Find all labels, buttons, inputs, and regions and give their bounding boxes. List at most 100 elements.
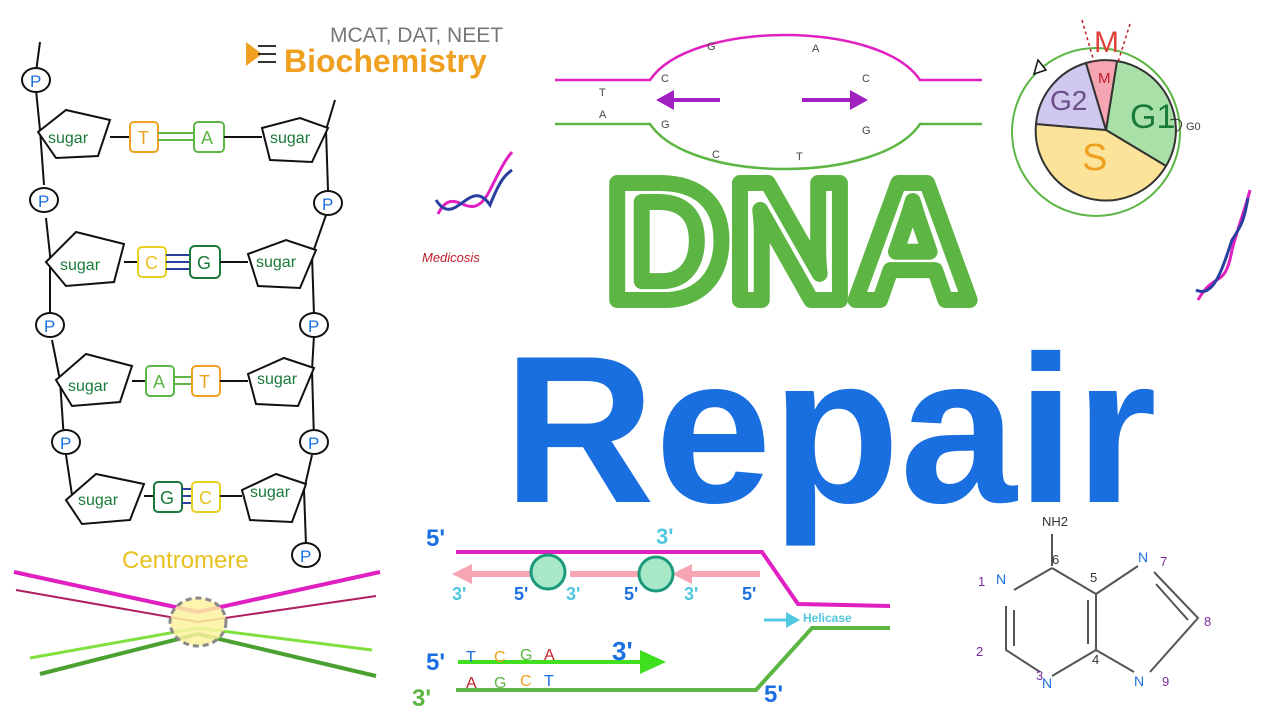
sugar-pentagon [246,356,316,408]
svg-text:G1: G1 [1130,98,1175,136]
svg-text:1: 1 [978,574,985,589]
svg-text:3': 3' [452,584,466,604]
svg-text:G: G [520,647,532,664]
header: MCAT, DAT, NEET Biochemistry [246,24,503,79]
svg-text:3': 3' [566,584,580,604]
svg-text:C: C [862,73,870,85]
svg-text:C: C [661,73,669,85]
centromere-diagram: Centromere [13,547,381,678]
svg-text:P: P [60,434,71,453]
sugar-pentagon [44,230,126,288]
svg-text:C: C [520,673,532,690]
subject-title: Biochemistry [284,43,487,79]
base-pair-row: sugar G C sugar [64,472,308,526]
centromere-node [168,596,228,648]
base-left [129,121,159,153]
brand-name: Medicosis [422,250,480,265]
svg-text:2: 2 [976,644,983,659]
title-repair: Repair [503,312,1157,547]
svg-text:3': 3' [656,524,673,549]
svg-text:A: A [544,647,555,664]
svg-text:sugar: sugar [68,378,109,395]
sugar-pentagon [36,108,112,160]
phase-m [1084,59,1119,131]
svg-text:T: T [199,372,210,392]
svg-text:G2: G2 [1050,85,1087,116]
svg-text:P: P [322,195,333,214]
svg-text:C: C [145,253,158,273]
base-pair-row: sugar T A sugar [36,108,330,164]
svg-text:N: N [1042,675,1052,691]
svg-text:C: C [494,649,506,666]
svg-text:5': 5' [624,584,638,604]
svg-text:sugar: sugar [270,130,311,147]
play-icon [246,42,276,66]
svg-text:sugar: sugar [250,484,291,501]
svg-text:G: G [197,253,211,273]
arrow-right-icon [802,90,868,110]
svg-text:T: T [544,673,554,690]
phosphate: P [299,429,329,455]
replication-fork: 5' 3' 3' 5' 3' 5' 3' 5' Helicase 5' 3' T… [412,524,891,712]
svg-text:5': 5' [426,649,445,676]
svg-text:sugar: sugar [60,257,101,274]
svg-text:P: P [308,317,319,336]
svg-text:S: S [1082,137,1107,179]
sugar-pentagon [260,116,330,164]
phosphate: P [291,542,321,568]
svg-text:8: 8 [1204,614,1211,629]
svg-text:5': 5' [426,525,445,552]
phosphate: P [35,312,65,338]
svg-text:5: 5 [1090,570,1097,585]
svg-text:3: 3 [1036,668,1043,683]
title-dna: DNA [606,147,974,337]
svg-text:A: A [599,109,607,121]
svg-text:T: T [138,128,149,148]
phosphate: P [51,429,81,455]
sugar-pentagon [246,238,318,290]
svg-text:T: T [796,151,803,163]
svg-text:A: A [812,43,820,55]
svg-text:sugar: sugar [48,130,89,147]
phosphate: P [29,187,59,213]
svg-text:C: C [199,488,212,508]
svg-text:P: P [308,434,319,453]
polymerase [529,553,567,591]
svg-text:P: P [38,192,49,211]
svg-text:P: P [300,547,311,566]
helicase-label: Helicase [803,611,852,625]
svg-text:C: C [712,149,720,161]
base-pair-row: sugar A T sugar [54,352,316,408]
svg-text:G: G [862,125,871,137]
svg-text:sugar: sugar [256,254,297,271]
cell-cycle-diagram: M M G2 S G1 G0 [1011,19,1201,217]
polymerase [637,555,675,593]
svg-text:P: P [44,317,55,336]
phosphate: P [313,190,343,216]
sugar-pentagon [64,472,146,526]
svg-text:P: P [30,72,41,91]
svg-text:sugar: sugar [257,371,298,388]
phase-g2 [1034,61,1108,132]
svg-text:6: 6 [1052,552,1059,567]
svg-text:A: A [466,675,477,692]
svg-text:9: 9 [1162,674,1169,689]
phosphate: P [21,67,51,93]
svg-text:N: N [996,571,1006,587]
svg-text:A: A [153,372,165,392]
dna-helix-icon [434,151,514,215]
svg-text:A: A [201,128,213,148]
svg-text:G: G [661,119,670,131]
brand-logo: Medicosis [422,250,480,265]
svg-text:sugar: sugar [78,492,119,509]
svg-text:NH2: NH2 [1042,514,1068,529]
svg-text:G: G [160,488,174,508]
svg-text:G: G [707,41,716,53]
helicase-arrow-icon [764,612,800,628]
dna-ladder: P P P P P P P P sugar T A sugar sugar [21,41,343,568]
svg-text:M: M [1098,70,1111,87]
exam-tags: MCAT, DAT, NEET [330,24,503,47]
svg-text:G: G [494,675,506,692]
svg-text:3': 3' [412,685,431,712]
